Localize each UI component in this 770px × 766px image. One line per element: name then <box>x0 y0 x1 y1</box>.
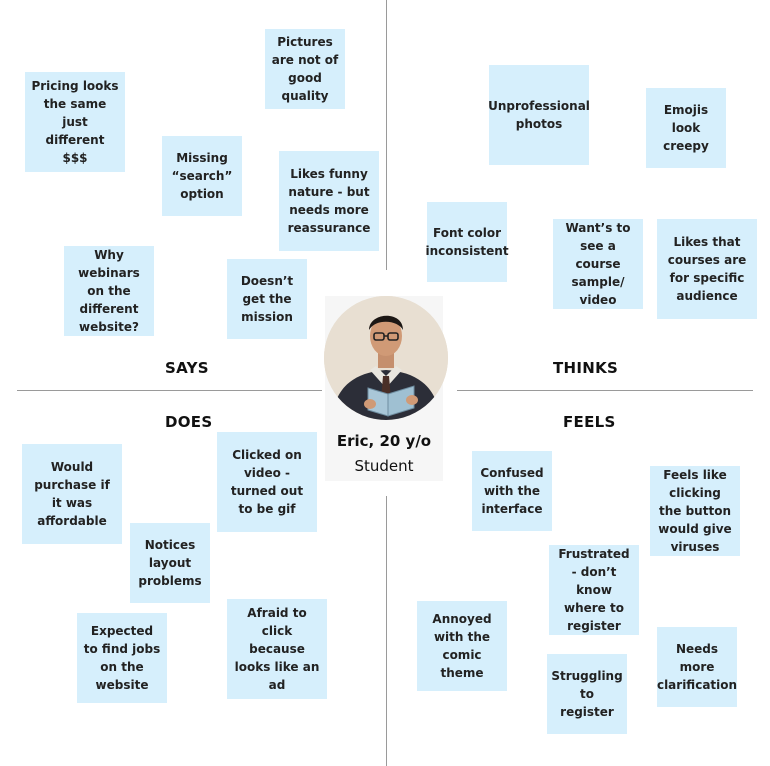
person-reading-icon <box>324 296 448 420</box>
sticky-note[interactable]: Confused with the interface <box>472 451 552 531</box>
sticky-note[interactable]: Emojis look creepy <box>646 88 726 168</box>
divider-vertical-top <box>386 0 387 270</box>
divider-horizontal-right <box>457 390 753 391</box>
sticky-note[interactable]: Afraid to click because looks like an ad <box>227 599 327 699</box>
sticky-note[interactable]: Frustrated - don’t know where to registe… <box>549 545 639 635</box>
feels-title: FEELS <box>563 413 616 431</box>
sticky-note[interactable]: Pictures are not of good quality <box>265 29 345 109</box>
sticky-note[interactable]: Unprofessional photos <box>488 65 590 165</box>
sticky-note[interactable]: Would purchase if it was affordable <box>22 444 122 544</box>
sticky-note[interactable]: Likes that courses are for specific audi… <box>657 219 757 319</box>
sticky-note[interactable]: Notices layout problems <box>130 523 210 603</box>
sticky-note[interactable]: Font color inconsistent <box>425 202 509 282</box>
does-title: DOES <box>165 413 213 431</box>
sticky-note[interactable]: Clicked on video - turned out to be gif <box>217 432 317 532</box>
sticky-note[interactable]: Why webinars on the different website? <box>64 246 154 336</box>
sticky-note[interactable]: Expected to find jobs on the website <box>77 613 167 703</box>
sticky-note[interactable]: Want’s to see a course sample/ video <box>553 219 643 309</box>
divider-vertical-bottom <box>386 496 387 766</box>
persona-name: Eric, 20 y/o <box>336 432 432 450</box>
persona-role: Student <box>354 457 414 475</box>
divider-horizontal-left <box>17 390 322 391</box>
persona-photo <box>324 296 448 420</box>
sticky-note[interactable]: Struggling to register <box>547 654 627 734</box>
says-title: SAYS <box>165 359 209 377</box>
sticky-note[interactable]: Annoyed with the comic theme <box>417 601 507 691</box>
sticky-note[interactable]: Feels like clicking the button would giv… <box>650 466 740 556</box>
sticky-note[interactable]: Needs more clarification <box>657 627 737 707</box>
sticky-note[interactable]: Missing “search” option <box>162 136 242 216</box>
sticky-note[interactable]: Likes funny nature - but needs more reas… <box>279 151 379 251</box>
sticky-note[interactable]: Doesn’t get the mission <box>227 259 307 339</box>
thinks-title: THINKS <box>553 359 619 377</box>
sticky-note[interactable]: Pricing looks the same just different $$… <box>25 72 125 172</box>
